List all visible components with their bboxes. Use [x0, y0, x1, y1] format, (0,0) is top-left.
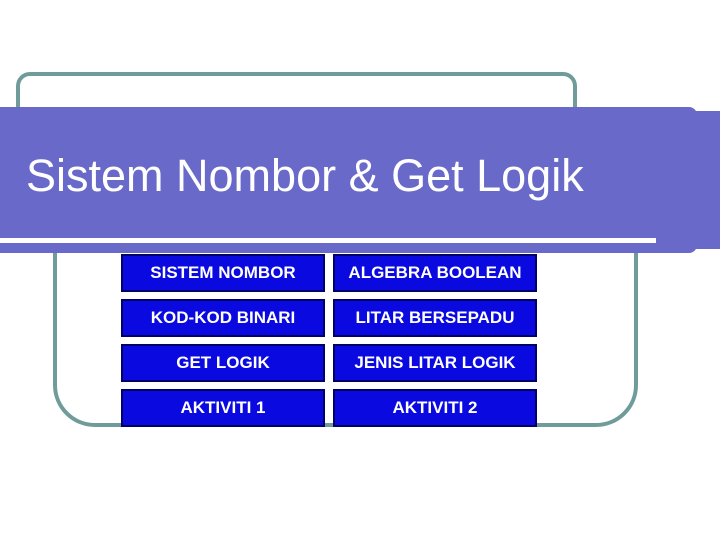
- menu-button-sistem-nombor[interactable]: SISTEM NOMBOR: [121, 254, 325, 292]
- menu-button-aktiviti-1[interactable]: AKTIVITI 1: [121, 389, 325, 427]
- title-underline: [0, 238, 656, 243]
- menu-button-kod-kod-binari[interactable]: KOD-KOD BINARI: [121, 299, 325, 337]
- menu-button-get-logik[interactable]: GET LOGIK: [121, 344, 325, 382]
- menu-button-algebra-boolean[interactable]: ALGEBRA BOOLEAN: [333, 254, 537, 292]
- menu-button-grid: SISTEM NOMBOR ALGEBRA BOOLEAN KOD-KOD BI…: [121, 254, 537, 427]
- menu-button-aktiviti-2[interactable]: AKTIVITI 2: [333, 389, 537, 427]
- menu-button-litar-bersepadu[interactable]: LITAR BERSEPADU: [333, 299, 537, 337]
- menu-button-jenis-litar-logik[interactable]: JENIS LITAR LOGIK: [333, 344, 537, 382]
- slide-title: Sistem Nombor & Get Logik: [26, 150, 584, 201]
- title-banner: [0, 107, 697, 253]
